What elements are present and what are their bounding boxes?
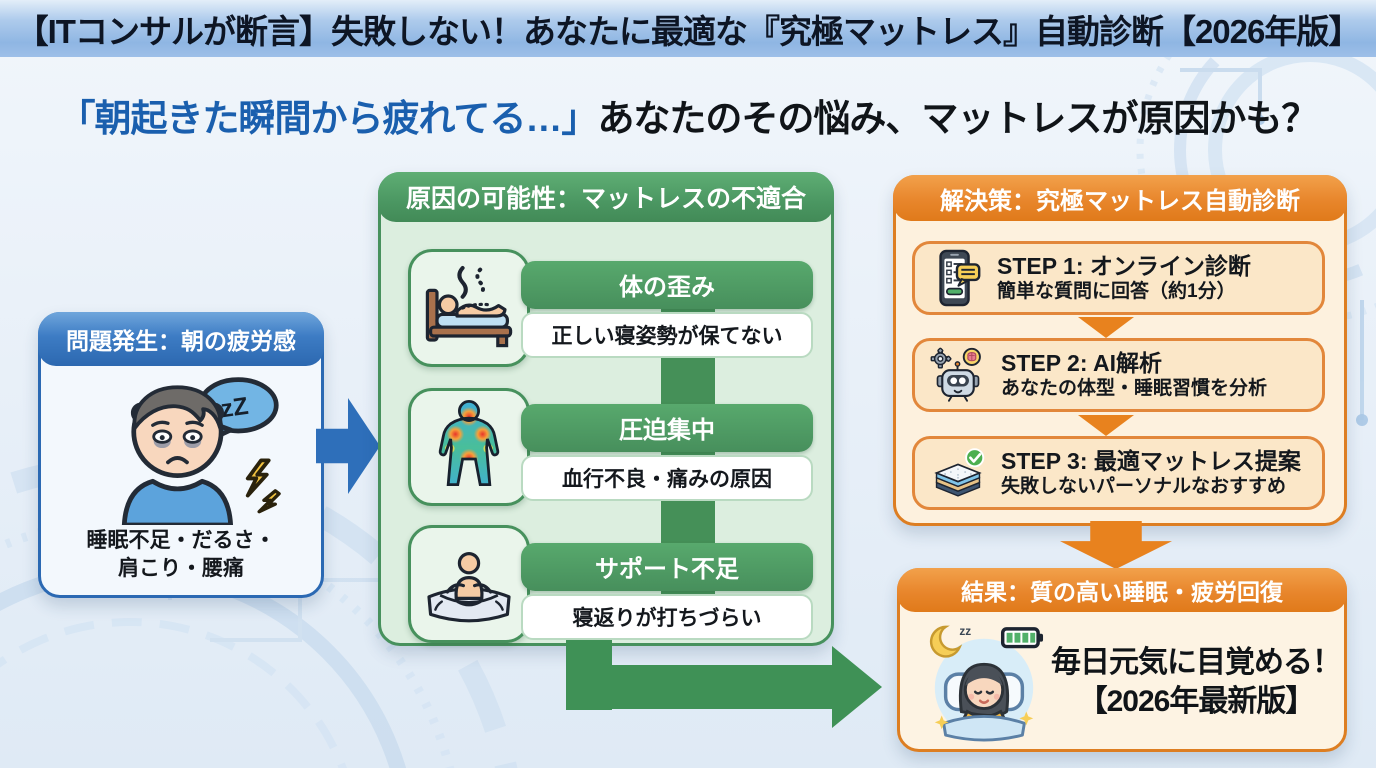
problem-header: 問題発生：朝の疲労感 [38,312,324,366]
cause-item-2: 圧迫集中 血行不良・痛みの原因 [521,404,813,501]
cause-subtitle-1: 正しい寝姿勢が保てない [521,312,813,358]
solution-to-result-arrow [1060,521,1172,569]
cause-subtitle-2: 血行不良・痛みの原因 [521,455,813,501]
tired-man-icon: zZ [121,377,281,525]
pressure-heatmap-body-icon [438,400,500,486]
step-2: STEP 2: AI解析 あなたの体型・睡眠習慣を分析 [912,338,1325,412]
svg-text:zz: zz [959,624,971,638]
result-line2: 【2026年最新版】 [1077,685,1316,718]
person-on-bed-icon [425,266,513,348]
solution-box: 解決策：究極マットレス自動診断 STEP 1: オンライン診断 簡単な質 [893,175,1347,526]
cause-title-1: 体の歪み [521,261,813,309]
ai-robot-icon [930,347,981,402]
step-3: STEP 3: 最適マットレス提案 失敗しないパーソナルなおすすめ [912,436,1325,510]
problem-description: 睡眠不足・だるさ・ 肩こり・腰痛 [41,527,321,584]
cause-tile-3 [408,525,530,643]
mattress-layers-check-icon [934,448,985,497]
step-arrow-2 [1078,415,1134,436]
step-2-title: STEP 2: AI解析 [1001,350,1163,377]
headline-highlight: 「朝起きた瞬間から疲れてる…」 [58,98,599,139]
person-sinking-mattress-icon [427,552,511,623]
causes-to-result-arrow-horizontal [566,665,836,709]
cause-subtitle-3: 寝返りが打ちづらい [521,594,813,640]
smartphone-checklist-icon [939,249,981,307]
cause-tile-2 [408,388,530,506]
cause-item-3: サポート不足 寝返りが打ちづらい [521,543,813,640]
top-banner: 【ITコンサルが断言】失敗しない！あなたに最適な『究極マットレス』自動診断【20… [0,0,1376,57]
problem-box: 問題発生：朝の疲労感 zZ 睡眠不足・ [38,312,324,598]
problem-line1: 睡眠不足・だるさ・ [86,529,276,552]
solution-header: 解決策：究極マットレス自動診断 [893,175,1347,221]
step-3-subtitle: 失敗しないパーソナルなおすすめ [1001,476,1287,498]
cause-tile-1 [408,249,530,367]
step-1-subtitle: 簡単な質問に回答（約1分） [997,281,1236,303]
step-1: STEP 1: オンライン診断 簡単な質問に回答（約1分） [912,241,1325,315]
problem-to-causes-arrow [316,398,380,494]
cause-title-3: サポート不足 [521,543,813,591]
step-2-subtitle: あなたの体型・睡眠習慣を分析 [1001,378,1268,400]
step-arrow-1 [1078,317,1134,338]
svg-text:zZ: zZ [219,393,250,424]
banner-title: 【ITコンサルが断言】失敗しない！あなたに最適な『究極マットレス』自動診断【20… [15,12,1362,50]
cause-title-2: 圧迫集中 [521,404,813,452]
causes-to-result-arrowhead [832,646,882,728]
headline-rest: あなたのその悩み、マットレスが原因かも？ [597,98,1318,139]
cause-item-1: 体の歪み 正しい寝姿勢が保てない [521,261,813,358]
result-line1: 毎日元気に目覚める！ [1051,646,1342,679]
result-header: 結果：質の高い睡眠・疲労回復 [897,568,1347,612]
problem-line2: 肩こり・腰痛 [118,557,244,581]
step-1-title: STEP 1: オンライン診断 [997,253,1251,280]
step-3-title: STEP 3: 最適マットレス提案 [1001,448,1301,475]
result-text: 毎日元気に目覚める！ 【2026年最新版】 [1048,643,1344,721]
causes-box: 原因の可能性：マットレスの不適合 体の歪み 正しい寝姿勢が保てない [378,172,834,646]
causes-header: 原因の可能性：マットレスの不適合 [378,172,834,222]
headline: 「朝起きた瞬間から疲れてる…」あなたのその悩み、マットレスが原因かも？ [0,88,1376,142]
sleeping-woman-icon: zz [929,624,1044,742]
result-box: 結果：質の高い睡眠・疲労回復 zz [897,568,1347,752]
result-body: zz 毎日元気に目覚める！ 【2026年最新 [900,615,1344,749]
